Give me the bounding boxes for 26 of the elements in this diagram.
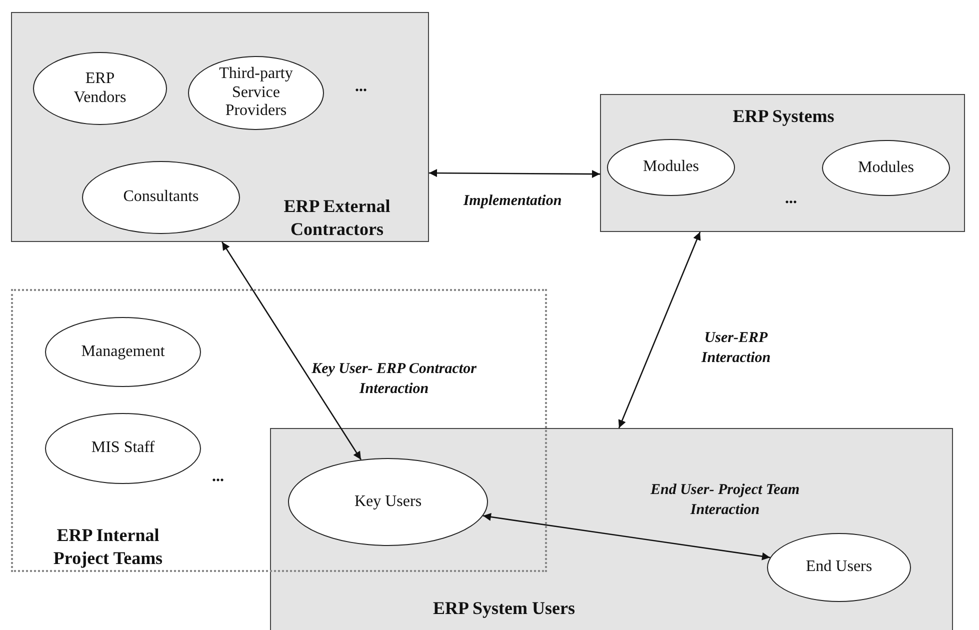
ellipsis-mark: ... (212, 468, 224, 486)
ellipse-node: Consultants (82, 161, 240, 234)
edge-label: Key User- ERP Contractor Interaction (310, 360, 478, 398)
edge-label: Implementation (462, 192, 563, 211)
connector-arrow (482, 512, 770, 560)
group-panel (600, 94, 965, 232)
group-heading: ERP System Users (432, 597, 576, 620)
group-heading: ERP External Contractors (282, 195, 392, 240)
connector-arrow (222, 242, 362, 460)
connector-arrow (429, 169, 600, 178)
ellipsis-mark: ... (355, 78, 367, 96)
group-heading: ERP Internal Project Teams (52, 524, 164, 569)
group-panel (270, 428, 953, 630)
ellipse-node: Modules (607, 139, 735, 196)
group-heading: ERP Systems (732, 105, 836, 128)
ellipse-node: Management (45, 317, 201, 387)
ellipse-node: End Users (767, 533, 911, 602)
ellipse-node: ERP Vendors (33, 52, 167, 125)
ellipse-node: Third-party Service Providers (188, 56, 324, 130)
edge-label: End User- Project Team Interaction (649, 481, 801, 520)
ellipsis-mark: ... (785, 190, 797, 208)
group-panel (11, 12, 429, 242)
edge-label: User-ERP Interaction (700, 329, 772, 368)
ellipse-node: Modules (822, 140, 950, 196)
ellipse-node: MIS Staff (45, 413, 201, 484)
connector-arrow (618, 232, 701, 428)
